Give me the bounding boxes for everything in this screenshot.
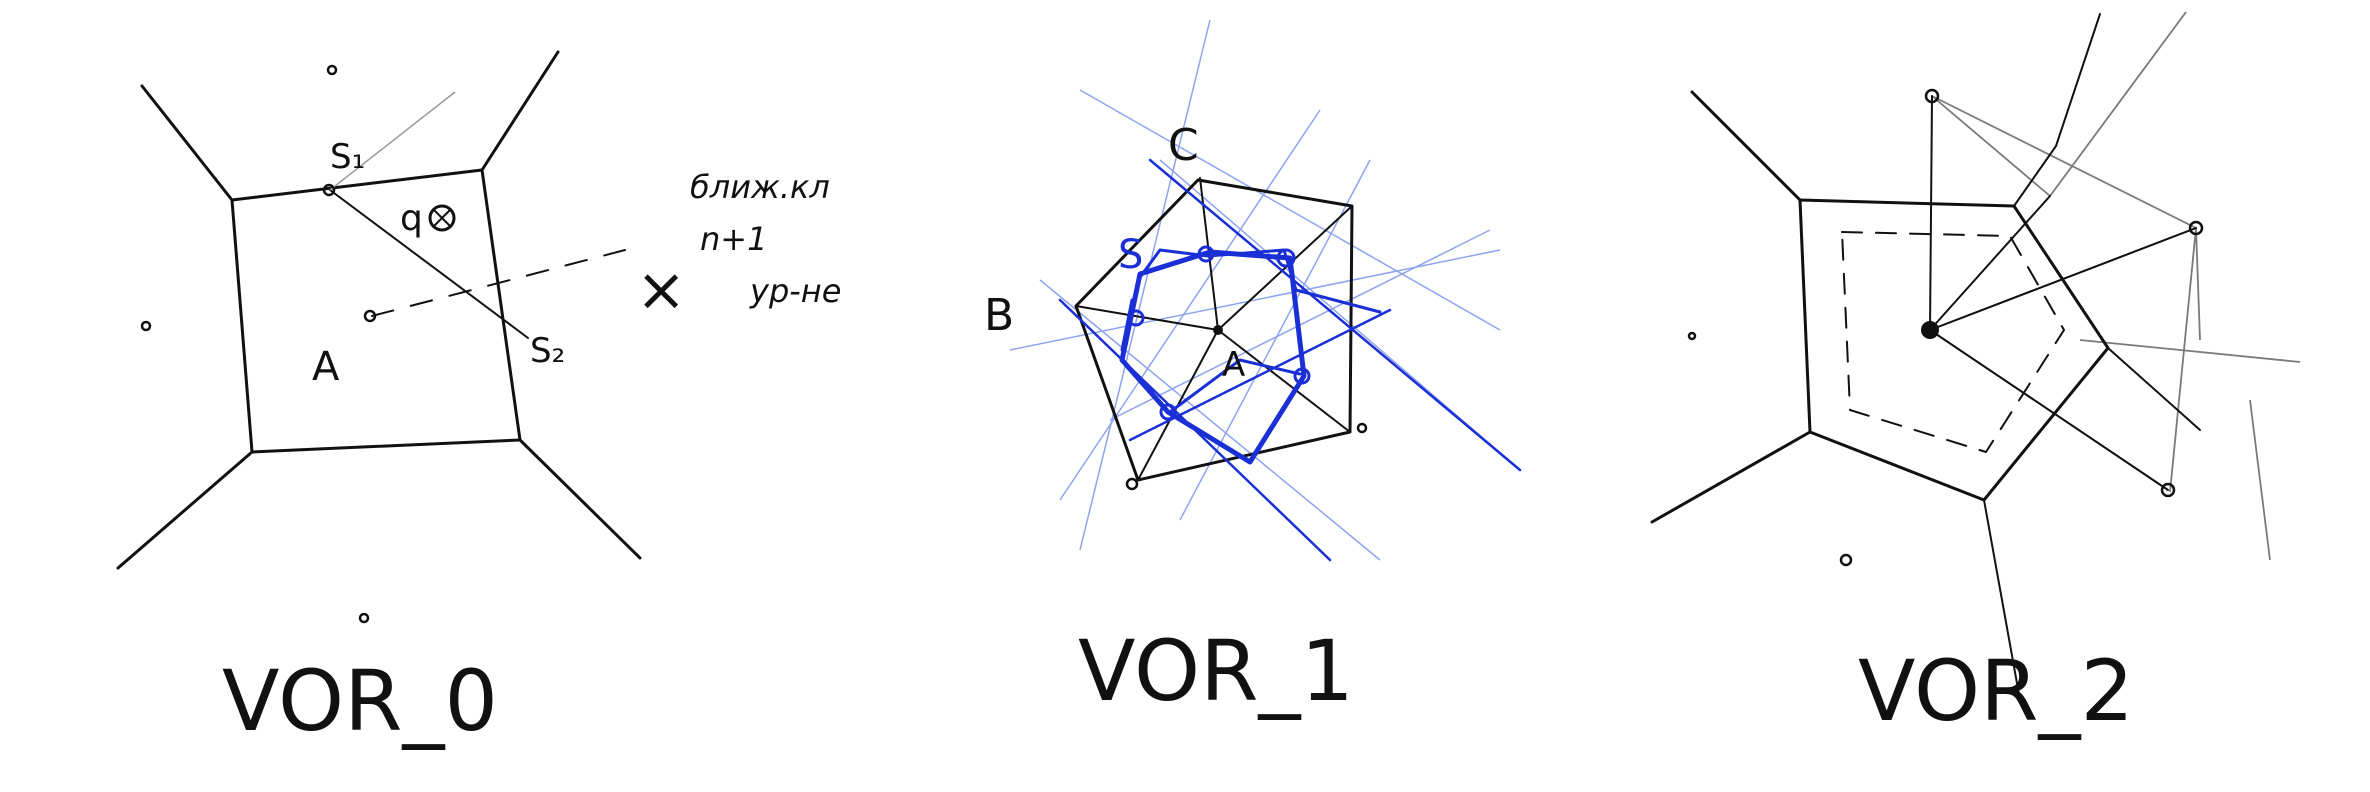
vor0-site-a [363,309,377,323]
vor0-site-top [326,64,338,76]
vor1-site-bottom-left [1125,477,1139,491]
vor1-blue-vertex-4 [1159,403,1177,421]
vor2-edge-top-right [2013,13,2101,207]
vor0-label-a: A [312,344,340,390]
vor2-edge-bottom [1983,499,2021,701]
vor1-site-a [1213,325,1223,335]
vor1-spoke-right [1217,205,1353,331]
vor0-site-s1 [322,183,336,197]
vor0-label-q: q [400,198,423,239]
vor0-site-left [140,320,152,332]
vor0-diagonal-s1-s2 [329,189,529,339]
vor2-center-site [1921,321,1939,339]
vor0-edge-top-left [140,84,234,202]
vor1-construction-lines [1009,19,1521,561]
vor2-dashed-cell [1841,231,2065,453]
vor2-outer-cell [1798,198,2110,502]
vor2-edge-top-left [1690,90,1802,202]
vor0-label-s2: S₂ [530,331,565,371]
vor2-site-left [1687,331,1697,341]
vor2-spoke-up-right [1929,195,2051,331]
vor1-blue-long-line-1 [1058,298,1332,562]
vor1-label-b: B [984,290,1014,341]
panel-vor-0: S₁ S₂ q A × ближ.кл n+1 ур-не VOR_0 [116,50,841,750]
vor1-blue-vertex-3 [1293,367,1311,385]
vor1-blue-long-line-2 [1148,158,1522,472]
vor1-site-bottom-right [1356,422,1368,434]
vor2-spoke-bottom-right [1929,329,2169,491]
vor1-label-a: A [1222,345,1245,385]
vor2-edge-right [2107,347,2201,431]
vor1-spoke-b [1075,305,1219,331]
vor0-note-line-2: n+1 [700,220,767,258]
vor1-blue-vertex-1 [1197,245,1215,263]
vor1-blue-vertex-2 [1276,248,1296,268]
vor2-site-top [1924,88,1940,104]
panel-vor-1: C B A S VOR_1 [984,19,1522,720]
vor1-title: VOR_1 [1078,622,1354,720]
vor2-edge-bottom-left [1650,430,1812,524]
panel-vor-2: VOR_2 [1650,11,2301,740]
vor2-site-bottom-right [2160,482,2176,498]
vor0-note-line-1: ближ.кл [690,168,830,206]
vor2-spoke-right [1929,227,2197,331]
vor0-note-line-3: ур-не [749,272,841,310]
vor0-edge-bottom-left [116,450,254,570]
vor1-label-s: S [1118,232,1143,278]
vor1-blue-cell-overstroke [1120,248,1382,414]
vor1-spoke-bottom-right [1217,329,1351,433]
vor0-label-s1: S₁ [330,137,365,177]
vor0-central-cell [230,168,522,454]
vor0-query-cross [433,209,451,227]
vor0-title: VOR_0 [222,652,498,750]
vor2-site-right [2188,220,2204,236]
vor2-spoke-top [1929,95,1933,331]
vor0-site-bottom [358,612,370,624]
vor1-label-c: C [1168,120,1199,171]
vor0-edge-bottom-right [518,438,642,560]
vor0-edge-top-right [480,50,560,172]
vor2-faint-lines [1929,11,2301,561]
vor0-faint-line [329,91,456,191]
vor0-dashed-ray [371,249,626,317]
vor1-blue-vertex-5 [1127,309,1145,327]
vor0-query-point [428,204,456,232]
vor0-label-x: × [636,255,686,325]
vor1-outer-cell [1074,178,1354,482]
vor2-site-bottom [1839,553,1853,567]
vor2-title: VOR_2 [1858,642,2134,740]
